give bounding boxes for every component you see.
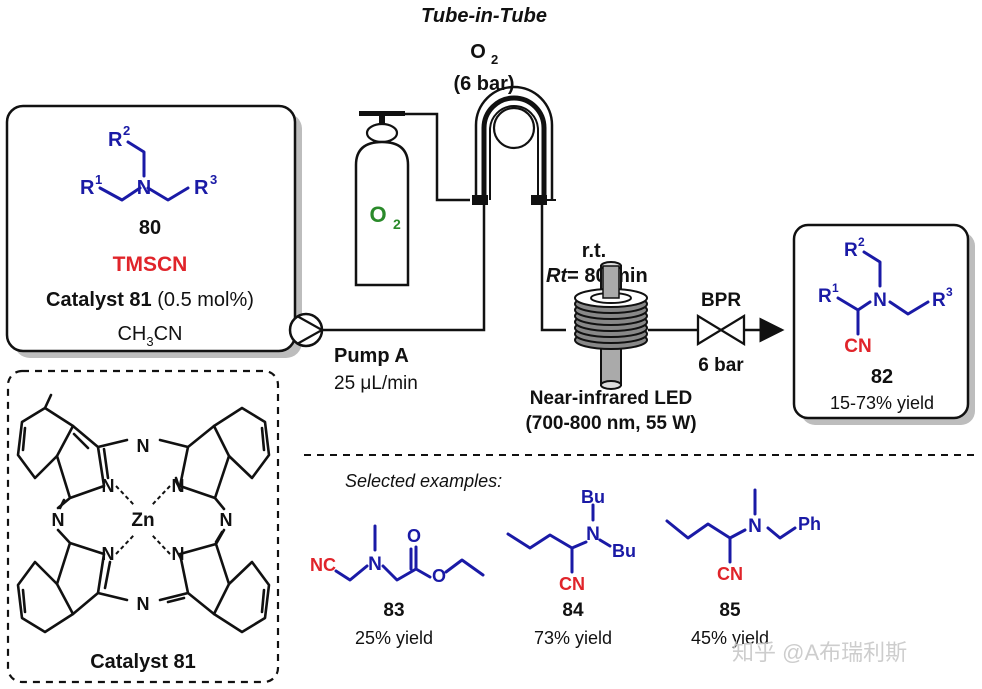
pump-a[interactable] bbox=[288, 312, 325, 348]
catalyst-caption: Catalyst 81 bbox=[90, 651, 196, 673]
header-gas: O 2 bbox=[470, 41, 498, 67]
svg-text:Bu: Bu bbox=[581, 487, 605, 507]
example-84-number: 84 bbox=[562, 600, 584, 621]
svg-text:N: N bbox=[137, 177, 151, 199]
svg-text:1: 1 bbox=[95, 172, 102, 187]
example-83-structure: NC N O O bbox=[310, 524, 485, 586]
tubing-pump-to-module bbox=[322, 200, 486, 332]
svg-text:N: N bbox=[137, 594, 150, 614]
tube-in-tube-module bbox=[472, 85, 556, 205]
bpr-pressure: 6 bar bbox=[698, 355, 744, 376]
cylinder-label: O bbox=[369, 202, 386, 227]
compound-number-80: 80 bbox=[139, 217, 161, 239]
bpr-label: BPR bbox=[701, 290, 741, 311]
example-84-structure: N Bu Bu CN bbox=[506, 487, 636, 594]
example-83-number: 83 bbox=[383, 600, 404, 621]
oxygen-cylinder: O 2 bbox=[354, 111, 410, 287]
svg-text:N: N bbox=[873, 290, 887, 311]
led-rod bbox=[602, 265, 620, 299]
header-pressure: (6 bar) bbox=[453, 73, 514, 95]
svg-text:O: O bbox=[432, 566, 446, 586]
svg-text:CN: CN bbox=[844, 336, 871, 357]
reagent-tmscn: TMSCN bbox=[113, 253, 188, 276]
examples-heading: Selected examples: bbox=[345, 471, 502, 491]
product-box: N R 1 R 2 R 3 CN 82 15-73% yield bbox=[792, 223, 975, 425]
temperature: r.t. bbox=[582, 240, 606, 262]
header-title: Tube-in-Tube bbox=[421, 5, 547, 27]
svg-text:R: R bbox=[80, 177, 95, 199]
svg-text:3: 3 bbox=[210, 172, 217, 187]
svg-text:R: R bbox=[818, 286, 832, 307]
tubing-module-to-reactor bbox=[540, 205, 566, 332]
watermark: 知乎 @A布瑞利斯 bbox=[732, 640, 907, 665]
svg-text:1: 1 bbox=[832, 281, 839, 295]
svg-text:2: 2 bbox=[858, 235, 865, 249]
example-83-yield: 25% yield bbox=[355, 628, 433, 648]
svg-text:CN: CN bbox=[559, 574, 585, 594]
svg-text:R: R bbox=[108, 129, 123, 151]
svg-text:2: 2 bbox=[393, 216, 401, 232]
catalyst-box: N N N N N N N N Zn Catalyst 81 bbox=[6, 369, 280, 684]
gas-line bbox=[405, 112, 470, 202]
svg-text:N: N bbox=[102, 476, 115, 496]
product-82-structure: N R 1 R 2 R 3 CN bbox=[818, 235, 953, 357]
svg-text:R: R bbox=[844, 240, 858, 261]
light-spec: (700-800 nm, 55 W) bbox=[525, 413, 696, 434]
svg-text:N: N bbox=[52, 510, 65, 530]
svg-text:2: 2 bbox=[491, 52, 498, 67]
svg-text:N: N bbox=[172, 544, 185, 564]
compound-number-82: 82 bbox=[871, 366, 893, 388]
svg-text:R: R bbox=[194, 177, 209, 199]
svg-text:N: N bbox=[220, 510, 233, 530]
led-coil-reactor bbox=[574, 261, 648, 390]
example-85-yield: 45% yield bbox=[691, 628, 769, 648]
example-85-number: 85 bbox=[719, 600, 741, 621]
svg-text:Zn: Zn bbox=[131, 510, 154, 531]
example-85-structure: N Ph CN bbox=[665, 488, 821, 584]
substrate-80-structure: N R 1 R 2 R 3 bbox=[80, 123, 217, 202]
residence-time: Rt= 80 min bbox=[546, 265, 648, 287]
svg-text:N: N bbox=[172, 476, 185, 496]
svg-text:Bu: Bu bbox=[612, 541, 636, 561]
svg-text:N: N bbox=[586, 524, 600, 545]
pump-name: Pump A bbox=[334, 345, 409, 367]
svg-text:N: N bbox=[102, 544, 115, 564]
svg-text:3: 3 bbox=[946, 285, 953, 299]
solvent: CH3CN bbox=[117, 323, 182, 349]
catalyst-loading: Catalyst 81 (0.5 mol%) bbox=[46, 289, 254, 311]
svg-text:Ph: Ph bbox=[798, 514, 821, 534]
reagent-box: N R 1 R 2 R 3 80 TMSCN Catalyst 81 (0.5 … bbox=[5, 104, 302, 358]
svg-text:O: O bbox=[407, 526, 421, 546]
pump-flow-rate: 25 μL/min bbox=[334, 373, 418, 394]
svg-text:O: O bbox=[470, 41, 486, 63]
svg-text:CN: CN bbox=[717, 564, 743, 584]
svg-text:N: N bbox=[137, 436, 150, 456]
bpr-valve-icon bbox=[696, 313, 746, 347]
zinc-phthalocyanine-structure: N N N N N N N N Zn bbox=[16, 393, 271, 634]
example-84-yield: 73% yield bbox=[534, 628, 612, 648]
svg-text:2: 2 bbox=[123, 123, 130, 138]
svg-text:N: N bbox=[368, 554, 382, 575]
svg-text:R: R bbox=[932, 290, 946, 311]
svg-text:NC: NC bbox=[310, 555, 336, 575]
pump-icon[interactable] bbox=[288, 312, 324, 348]
light-source: Near-infrared LED bbox=[530, 388, 693, 409]
product-yield: 15-73% yield bbox=[830, 393, 934, 413]
svg-text:N: N bbox=[748, 516, 762, 537]
